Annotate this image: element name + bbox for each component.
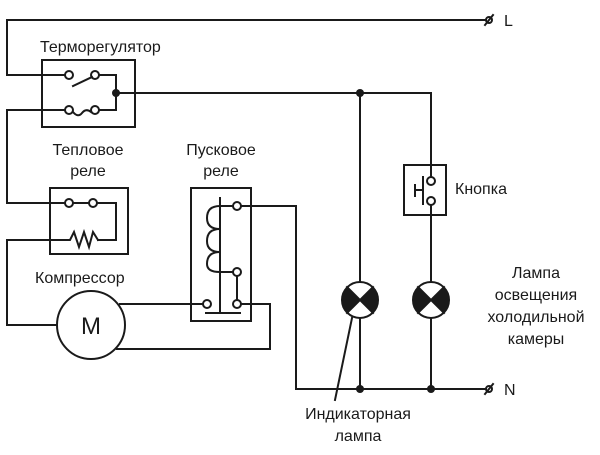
start-relay: Пусковое реле (186, 142, 256, 322)
chamber-lamp-fill (431, 287, 449, 313)
chamber-lamp-label-line1: Лампа (512, 265, 560, 282)
wire-thermal-relay-contact-loop (94, 202, 117, 241)
thermostat: Терморегулятор (40, 39, 161, 128)
thermostat-contact (64, 70, 74, 80)
terminal-L: L (483, 13, 513, 30)
button-label: Кнопка (455, 181, 507, 198)
start-relay-contact (232, 299, 242, 309)
motor-symbol: M (81, 313, 101, 340)
thermostat-box (41, 59, 136, 128)
button: Кнопка (403, 164, 507, 216)
junction-dot (112, 89, 120, 97)
thermostat-contact (90, 105, 100, 115)
terminal-N-label: N (504, 382, 516, 399)
chamber-lamp-label-line3: холодильной (487, 309, 584, 326)
wire-thermal-relay-to-motor (6, 239, 67, 326)
button-box (403, 164, 447, 216)
thermostat-contact (64, 105, 74, 115)
start-relay-box (190, 187, 252, 322)
junction-dot (427, 385, 435, 393)
compressor: Компрессор M (35, 270, 126, 360)
indicator-lamp-label-line2: лампа (335, 428, 382, 445)
indicator-lamp-leader (333, 316, 354, 402)
thermal-relay-label-line1: Тепловое (53, 142, 124, 159)
junction-dot (356, 89, 364, 97)
thermostat-switch-blade (71, 75, 94, 88)
motor-circle (56, 290, 126, 360)
wire-thermostat-upper-out (98, 74, 117, 94)
indicator-lamp-fill (342, 287, 360, 313)
indicator-lamp-fill (360, 287, 378, 313)
indicator-lamp-label-line1: Индикаторная (305, 406, 411, 423)
wires (6, 19, 488, 390)
wire-neutral-bus (295, 205, 488, 390)
thermal-relay-label-line2: реле (70, 163, 106, 180)
button-contact (426, 176, 436, 186)
chamber-lamp-label-line2: освещения (495, 287, 577, 304)
thermal-relay: Тепловое реле (49, 142, 129, 255)
thermal-relay-contact (88, 198, 98, 208)
junction-dot (356, 385, 364, 393)
indicator-lamp: Индикаторная лампа (305, 281, 411, 445)
wire-line-L (6, 19, 488, 76)
junctions (356, 89, 435, 393)
thermal-relay-box (49, 187, 129, 255)
thermostat-bimetal-link (71, 109, 93, 117)
start-relay-contact (232, 267, 242, 277)
wire-thermostat-lower-out (98, 92, 117, 111)
chamber-lamp-label-line4: камеры (508, 331, 565, 348)
thermal-relay-contact (64, 198, 74, 208)
start-relay-coil (205, 205, 238, 273)
thermostat-label: Терморегулятор (40, 39, 161, 56)
start-relay-contact (232, 201, 242, 211)
button-contact (426, 196, 436, 206)
start-relay-contact (202, 299, 212, 309)
terminal-N: N (483, 382, 516, 399)
start-relay-label-line1: Пусковое (186, 142, 256, 159)
wire-thermostat-to-thermal-relay (6, 109, 67, 204)
chamber-lamp-fill (413, 287, 431, 313)
thermal-relay-heater-resistor (65, 228, 100, 251)
wire-main-bus (115, 92, 432, 182)
chamber-lamp: Лампа освещения холодильной камеры (412, 265, 585, 348)
wire-motor-start-winding (116, 303, 271, 350)
start-relay-label-line2: реле (203, 163, 239, 180)
terminal-L-label: L (504, 13, 513, 30)
compressor-label: Компрессор (35, 270, 125, 287)
